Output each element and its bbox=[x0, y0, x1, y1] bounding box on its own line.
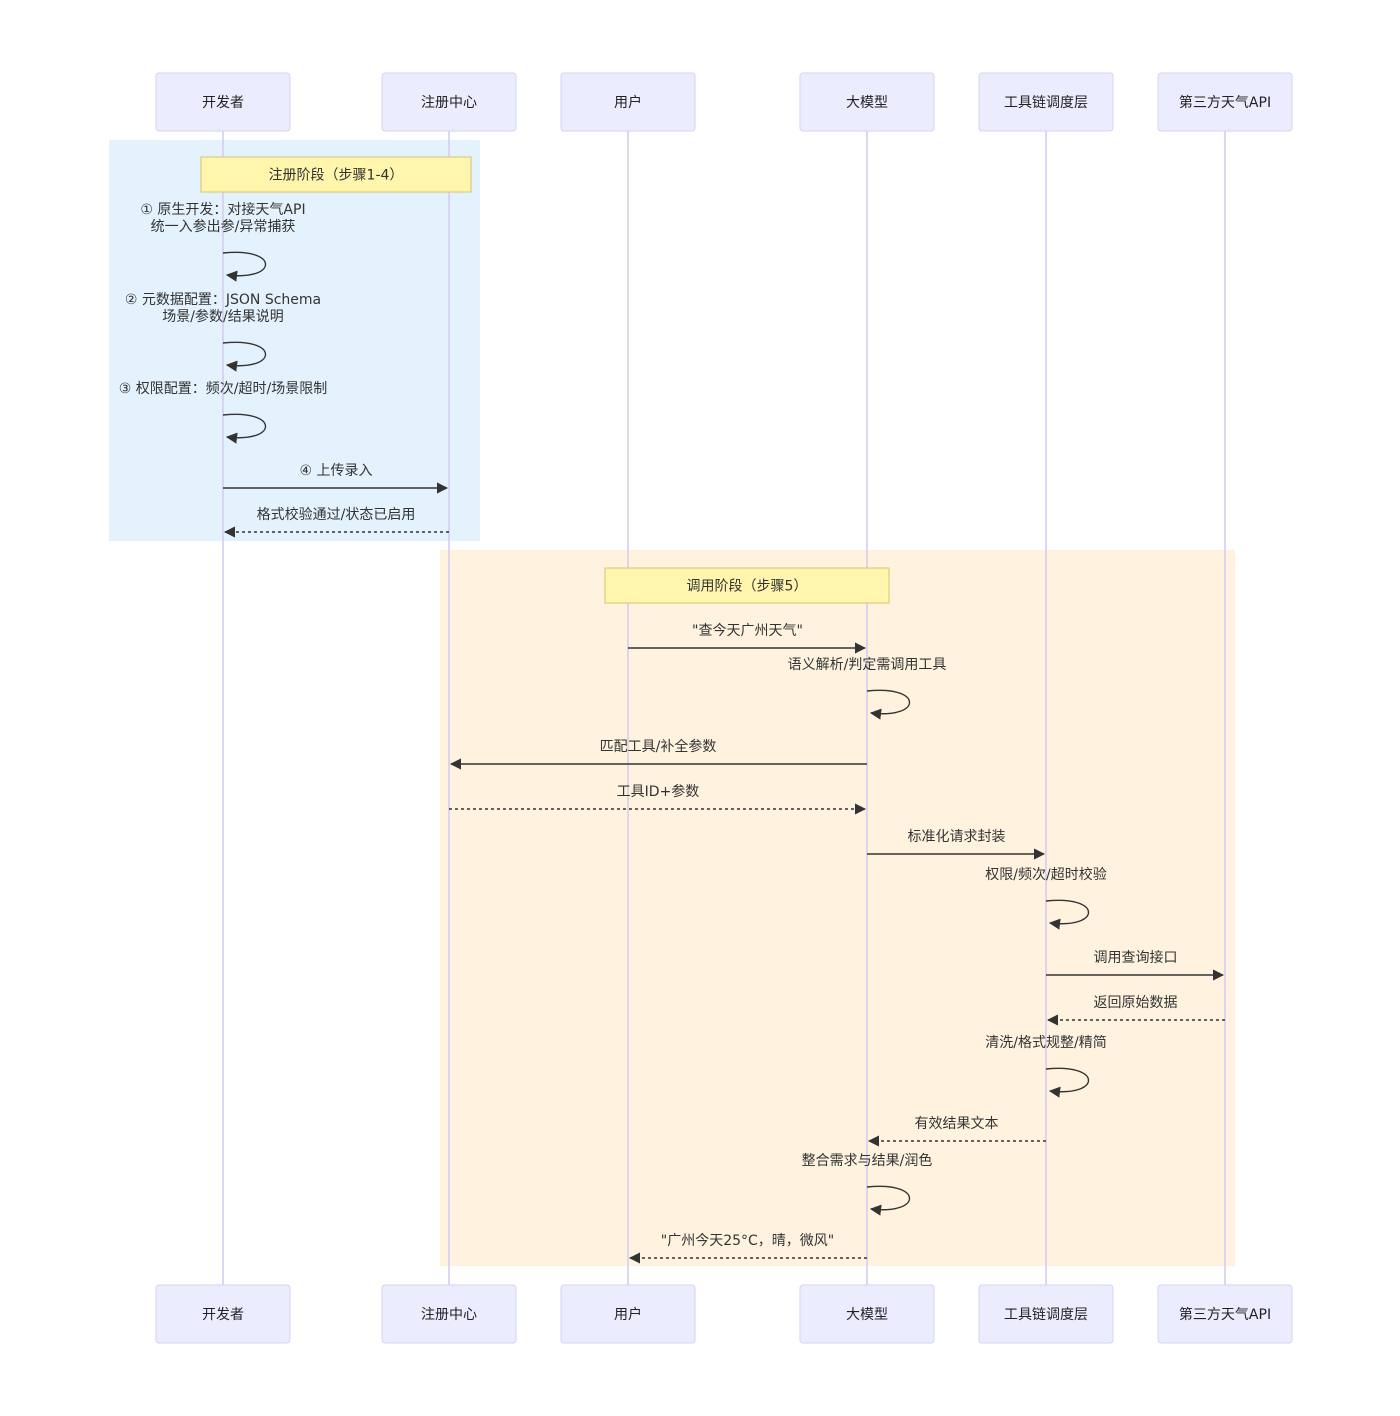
message-16: 整合需求与结果/润色 bbox=[802, 1152, 933, 1216]
actor-box bbox=[799, 72, 935, 132]
actor-dev-top: 开发者 bbox=[155, 72, 291, 132]
actor-label: 大模型 bbox=[846, 1307, 888, 1323]
message-label: 有效结果文本 bbox=[915, 1116, 999, 1132]
message-12: 调用查询接口 bbox=[1046, 949, 1225, 981]
message-label: 返回原始数据 bbox=[1094, 995, 1178, 1011]
actor-api-top: 第三方天气API bbox=[1157, 72, 1293, 132]
actor-box bbox=[799, 1284, 935, 1344]
actor-box bbox=[381, 72, 517, 132]
message-10: 标准化请求封装 bbox=[867, 829, 1046, 860]
actor-user-bottom: 用户 bbox=[560, 1284, 696, 1344]
actor-llm-top: 大模型 bbox=[799, 72, 935, 132]
phase-note-register: 注册阶段（步骤1-4） bbox=[200, 156, 472, 193]
actor-label: 第三方天气API bbox=[1179, 94, 1271, 111]
actor-label: 工具链调度层 bbox=[1004, 95, 1088, 111]
message-11: 权限/频次/超时校验 bbox=[985, 866, 1107, 930]
actor-reg-top: 注册中心 bbox=[381, 72, 517, 132]
note-box bbox=[604, 567, 890, 604]
note-label: 调用阶段（步骤5） bbox=[687, 579, 808, 595]
message-label: ④ 上传录入 bbox=[299, 463, 372, 479]
message-label: 工具ID+参数 bbox=[617, 783, 700, 800]
phase-note-invoke: 调用阶段（步骤5） bbox=[604, 567, 890, 604]
message-17: "广州今天25°C，晴，微风" bbox=[628, 1233, 867, 1264]
actor-box bbox=[381, 1284, 517, 1344]
actor-box bbox=[560, 72, 696, 132]
phase-region-register bbox=[109, 140, 480, 541]
message-label: 清洗/格式规整/精简 bbox=[985, 1034, 1106, 1051]
actor-dev-bottom: 开发者 bbox=[155, 1284, 291, 1344]
message-label: 格式校验通过/状态已启用 bbox=[257, 506, 416, 523]
message-label: "广州今天25°C，晴，微风" bbox=[661, 1233, 834, 1249]
actor-label: 大模型 bbox=[846, 95, 888, 111]
self-loop-arrow bbox=[222, 341, 267, 372]
note-label: 注册阶段（步骤1-4） bbox=[269, 168, 404, 184]
message-4: ④ 上传录入 bbox=[223, 463, 449, 494]
actor-label: 用户 bbox=[614, 94, 642, 111]
message-label: 匹配工具/补全参数 bbox=[600, 738, 717, 755]
actor-chain-top: 工具链调度层 bbox=[978, 72, 1114, 132]
message-label: 权限/频次/超时校验 bbox=[985, 866, 1106, 883]
message-label: 标准化请求封装 bbox=[908, 829, 1006, 845]
actor-label: 注册中心 bbox=[421, 1307, 477, 1323]
actor-reg-bottom: 注册中心 bbox=[381, 1284, 517, 1344]
message-3: ③ 权限配置：频次/超时/场景限制 bbox=[119, 381, 327, 444]
self-loop-arrow bbox=[866, 1185, 911, 1216]
phase-region-invoke bbox=[440, 550, 1235, 1266]
message-5: 格式校验通过/状态已启用 bbox=[223, 506, 449, 538]
message-6: "查今天广州天气" bbox=[628, 623, 867, 654]
message-14: 清洗/格式规整/精简 bbox=[985, 1034, 1107, 1098]
actor-label: 开发者 bbox=[202, 95, 244, 111]
message-9: 工具ID+参数 bbox=[449, 783, 867, 815]
actor-box bbox=[978, 1284, 1114, 1344]
actor-box bbox=[155, 72, 291, 132]
actor-label: 注册中心 bbox=[421, 95, 477, 111]
actor-llm-bottom: 大模型 bbox=[799, 1284, 935, 1344]
self-loop-arrow bbox=[866, 689, 911, 720]
message-13: 返回原始数据 bbox=[1046, 995, 1225, 1026]
message-label: "查今天广州天气" bbox=[692, 623, 803, 639]
note-box bbox=[200, 156, 472, 193]
self-loop-arrow bbox=[222, 251, 267, 282]
message-7: 语义解析/判定需调用工具 bbox=[788, 657, 947, 720]
actor-api-bottom: 第三方天气API bbox=[1157, 1284, 1293, 1344]
message-label: 整合需求与结果/润色 bbox=[802, 1152, 933, 1169]
actor-box bbox=[560, 1284, 696, 1344]
message-label: 场景/参数/结果说明 bbox=[162, 308, 283, 325]
actor-box bbox=[155, 1284, 291, 1344]
message-8: 匹配工具/补全参数 bbox=[449, 738, 867, 770]
message-label: 统一入参出参/异常捕获 bbox=[151, 218, 296, 235]
message-label: ① 原生开发：对接天气API bbox=[140, 201, 305, 218]
self-loop-arrow bbox=[1045, 1067, 1090, 1098]
actor-box bbox=[1157, 72, 1293, 132]
message-label: 调用查询接口 bbox=[1094, 949, 1178, 966]
self-loop-arrow bbox=[1045, 899, 1090, 930]
message-label: ③ 权限配置：频次/超时/场景限制 bbox=[119, 381, 327, 397]
actor-label: 第三方天气API bbox=[1179, 1306, 1271, 1323]
actor-box bbox=[978, 72, 1114, 132]
message-label: ② 元数据配置：JSON Schema bbox=[125, 292, 321, 308]
actor-chain-bottom: 工具链调度层 bbox=[978, 1284, 1114, 1344]
actor-label: 用户 bbox=[614, 1306, 642, 1323]
actor-label: 工具链调度层 bbox=[1004, 1307, 1088, 1323]
actor-user-top: 用户 bbox=[560, 72, 696, 132]
actor-box bbox=[1157, 1284, 1293, 1344]
message-15: 有效结果文本 bbox=[867, 1116, 1046, 1147]
message-label: 语义解析/判定需调用工具 bbox=[788, 657, 947, 673]
self-loop-arrow bbox=[222, 413, 267, 444]
actor-label: 开发者 bbox=[202, 1307, 244, 1323]
